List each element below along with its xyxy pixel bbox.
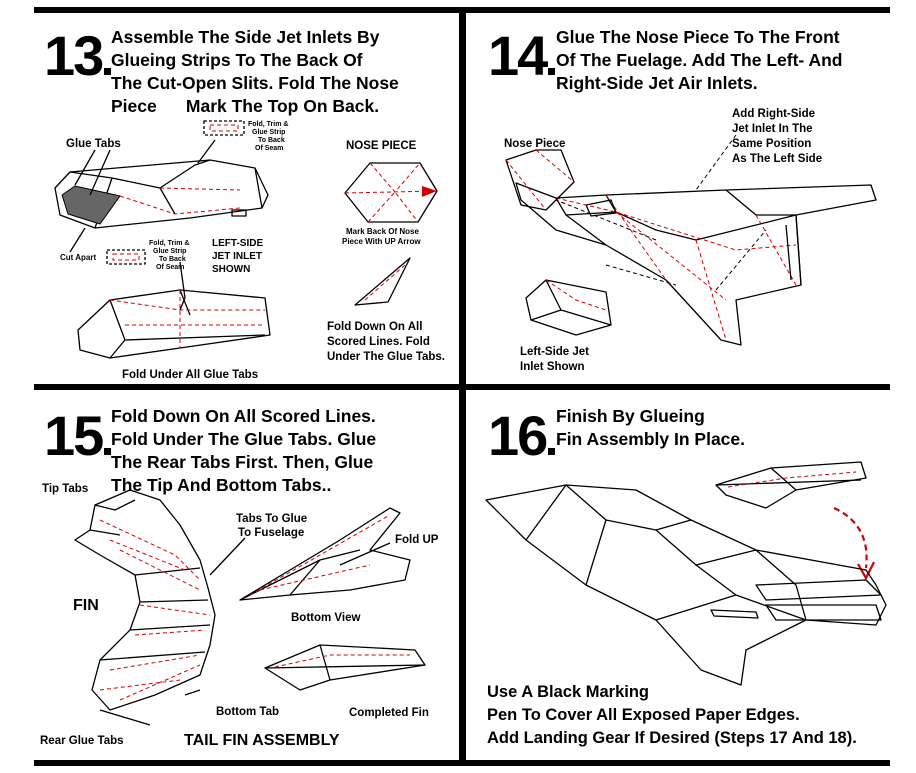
step-16-title-line-1: Finish By Glueing [556, 406, 705, 426]
fold-trim-mid-label-2: Glue Strip [153, 248, 187, 255]
bottom-view-label: Bottom View [291, 612, 361, 624]
left-shown-label-2: Inlet Shown [520, 361, 585, 373]
nose-piece-label: Nose Piece [504, 138, 566, 150]
fold-under-label: Fold Under All Glue Tabs [122, 369, 259, 381]
step-13-title-line-1: Assemble The Side Jet Inlets By [111, 27, 380, 47]
fold-trim-mid-label-3: To Back [159, 256, 186, 263]
add-right-label-3: Same Position [732, 138, 812, 150]
mark-back-label-2: Piece With UP Arrow [342, 237, 421, 246]
fold-down-label-3: Under The Glue Tabs. [327, 351, 445, 363]
step-16-footer-line-2: Pen To Cover All Exposed Paper Edges. [487, 706, 800, 724]
fold-trim-mid-label-1: Fold, Trim & [149, 240, 190, 247]
step-15-title-line-2: Fold Under The Glue Tabs. Glue [111, 429, 377, 449]
vertical-divider [459, 7, 466, 766]
left-side-label-1: LEFT-SIDE [212, 238, 264, 249]
nose-piece-heading: NOSE PIECE [346, 140, 417, 152]
fold-trim-top-label-2: Glue Strip [252, 129, 286, 136]
step-16-illustration [485, 461, 887, 686]
add-right-label-4: As The Left Side [732, 153, 823, 165]
step-16-number: 16 [488, 408, 556, 464]
step-14-number: 14 [488, 28, 556, 84]
fin-label: FIN [73, 597, 99, 614]
tail-fin-assembly-label: TAIL FIN ASSEMBLY [184, 732, 340, 749]
tabs-to-glue-label-1: Tabs To Glue [236, 513, 308, 525]
step-13-title-line-4: Piece Mark The Top On Back. [111, 96, 380, 116]
step-13-title-line-2: Glueing Strips To The Back Of [111, 50, 363, 70]
rear-glue-tabs-label: Rear Glue Tabs [40, 735, 124, 747]
step-14-title-line-3: Right-Side Jet Air Inlets. [556, 73, 758, 93]
step-15-panel: 15 Fold Down On All Scored Lines. Fold U… [0, 390, 460, 760]
step-13-panel: 13 Assemble The Side Jet Inlets By Gluei… [0, 0, 460, 385]
add-right-label-1: Add Right-Side [732, 108, 816, 120]
step-16-footer-line-1: Use A Black Marking [487, 683, 650, 701]
bottom-tab-label: Bottom Tab [216, 706, 280, 718]
step-13-number: 13 [44, 28, 112, 84]
add-right-label-2: Jet Inlet In The [732, 123, 813, 135]
step-13-title-line-3: The Cut-Open Slits. Fold The Nose [111, 73, 399, 93]
step-16-panel: 16 Finish By Glueing Fin Assembly In Pla… [466, 390, 916, 760]
step-14-title-line-1: Glue The Nose Piece To The Front [556, 27, 840, 47]
step-14-title-line-2: Of The Fuelage. Add The Left- And [556, 50, 843, 70]
left-side-label-2: JET INLET [212, 251, 263, 262]
step-15-illustration [74, 489, 426, 726]
step-14-panel: 14 Glue The Nose Piece To The Front Of T… [466, 0, 916, 385]
tabs-to-glue-label-2: To Fuselage [238, 527, 305, 539]
fold-up-label: Fold UP [395, 534, 439, 546]
fold-trim-top-label-4: Of Seam [255, 145, 284, 152]
mark-back-label-1: Mark Back Of Nose [346, 227, 419, 236]
step-14-illustration [505, 134, 877, 346]
step-16-footer-line-3: Add Landing Gear If Desired (Steps 17 An… [487, 729, 857, 747]
step-15-title-line-3: The Rear Tabs First. Then, Glue [111, 452, 374, 472]
step-15-title-line-4: The Tip And Bottom Tabs.. [111, 475, 332, 495]
step-15-number: 15 [44, 408, 112, 464]
step-16-title-line-2: Fin Assembly In Place. [556, 429, 746, 449]
fold-trim-mid-label-4: Of Seam [156, 264, 185, 271]
glue-tabs-label: Glue Tabs [66, 138, 121, 150]
left-shown-label-1: Left-Side Jet [520, 346, 590, 358]
fold-down-label-2: Scored Lines. Fold [327, 336, 430, 348]
fold-trim-top-label-3: To Back [258, 137, 285, 144]
completed-fin-label: Completed Fin [349, 707, 429, 719]
fold-down-label-1: Fold Down On All [327, 321, 423, 333]
left-side-label-3: SHOWN [212, 264, 251, 275]
cut-apart-label: Cut Apart [60, 253, 97, 262]
fold-trim-top-label-1: Fold, Trim & [248, 121, 289, 128]
step-13-illustration [54, 120, 438, 359]
step-15-title-line-1: Fold Down On All Scored Lines. [111, 406, 376, 426]
tip-tabs-label: Tip Tabs [42, 483, 89, 495]
